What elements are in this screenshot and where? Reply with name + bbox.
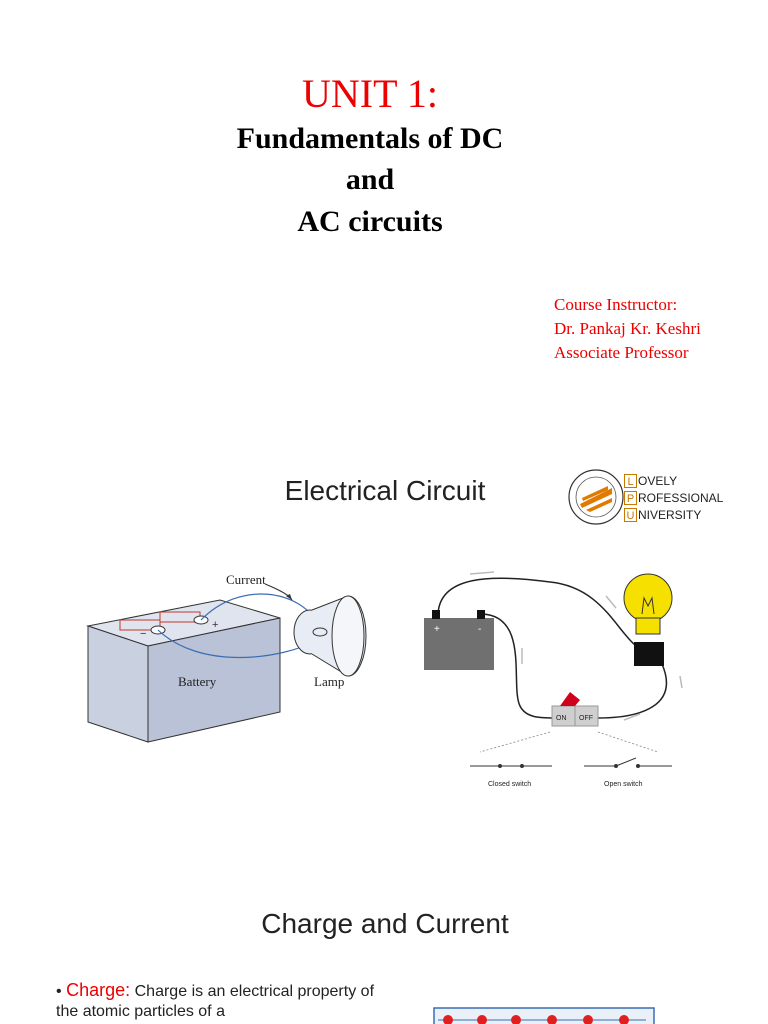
switch-icon: [551, 692, 599, 727]
instructor-label: Course Instructor:: [554, 295, 678, 314]
section-title-charge-current: Charge and Current: [261, 908, 509, 939]
logo-letter-u: U: [624, 507, 637, 522]
closed-switch-label: Closed switch: [488, 781, 531, 788]
subtitle-line-2: and: [345, 163, 395, 196]
charge-bullet: • Charge: Charge is an electrical proper…: [56, 980, 374, 1022]
electron-icon: [443, 1015, 629, 1024]
unit-title: UNIT 1:: [302, 71, 438, 116]
battery-icon: [86, 599, 281, 743]
lamp-icon: [293, 595, 367, 677]
battery-label: Battery: [178, 674, 217, 689]
charge-term: Charge:: [66, 980, 131, 1000]
battery-lamp-diagram: − + Current Battery Lamp: [86, 572, 367, 743]
subtitle-line-1: Fundamentals of DC: [236, 122, 504, 155]
instructor-role: Associate Professor: [554, 343, 689, 362]
logo-letter-l: L: [624, 473, 637, 488]
switch-circuit-diagram: + - ON OFF Closed switch Open switch: [410, 556, 736, 796]
section-title-electrical-circuit: Electrical Circuit: [284, 475, 486, 506]
battery-minus-label: -: [478, 624, 481, 635]
open-switch-symbol: [584, 757, 672, 768]
logo-word-2: ROFESSIONAL: [638, 490, 724, 505]
charge-definition: Charge is an electrical property of the …: [56, 983, 375, 1020]
svg-text:−: −: [140, 628, 146, 640]
bullet-icon: •: [56, 983, 67, 1000]
lamp-label: Lamp: [314, 674, 344, 689]
svg-text:+: +: [212, 619, 218, 631]
logo-word-1: OVELY: [638, 473, 678, 488]
charge-flow-diagram: [433, 1007, 655, 1024]
university-seal-icon: [568, 469, 624, 525]
battery-plus-label: +: [434, 624, 440, 635]
open-switch-label: Open switch: [604, 781, 643, 788]
subtitle-line-3: AC circuits: [297, 205, 443, 238]
battery-icon: [424, 610, 494, 670]
light-bulb-icon: [623, 573, 673, 666]
logo-letter-p: P: [624, 490, 637, 505]
closed-switch-symbol: [470, 764, 552, 768]
switch-off-label: OFF: [579, 715, 593, 722]
switch-on-label: ON: [556, 715, 567, 722]
logo-word-3: NIVERSITY: [638, 507, 702, 522]
instructor-name: Dr. Pankaj Kr. Keshri: [554, 319, 701, 338]
current-label: Current: [226, 572, 266, 587]
